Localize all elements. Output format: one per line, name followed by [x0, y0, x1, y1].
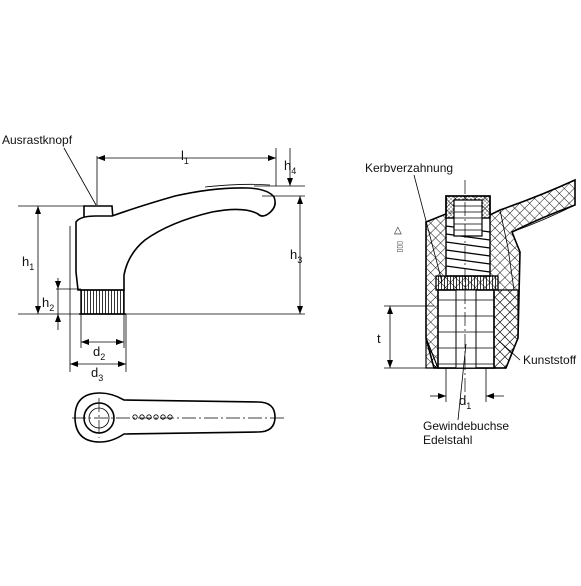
dim-h1-label: h1	[22, 254, 34, 272]
knurled-hub	[80, 289, 125, 315]
surface-symbol-boxes: ▯▯▯	[396, 241, 403, 253]
label-kunststoff: Kunststoff	[523, 353, 577, 367]
label-kerbverzahnung: Kerbverzahnung	[365, 161, 453, 175]
top-view-outline	[74, 392, 276, 443]
dim-t-label: t	[377, 331, 381, 346]
side-view-dimensions	[18, 147, 305, 372]
dim-h3-label: h3	[290, 247, 302, 265]
serration-teeth	[435, 275, 499, 291]
label-edelstahl: Edelstahl	[423, 433, 472, 447]
surface-symbol-triangle: △	[394, 225, 402, 236]
dim-d3-label: d3	[91, 365, 103, 383]
lever-body	[75, 187, 276, 291]
label-ausrastknopf: Ausrastknopf	[2, 133, 73, 147]
dim-d2-label: d2	[93, 344, 105, 362]
dim-l1-label: l1	[181, 148, 189, 166]
dim-h2-label: h2	[42, 295, 54, 313]
top-view-lever	[72, 392, 285, 443]
section-view-dimensions	[384, 174, 521, 421]
side-view-lever	[75, 183, 276, 315]
dim-d1-label: d1	[459, 393, 471, 411]
dim-h4-label: h4	[284, 158, 296, 176]
section-view	[425, 178, 576, 405]
label-gewindebuchse: Gewindebuchse	[423, 419, 509, 433]
grip-dots	[132, 414, 173, 420]
